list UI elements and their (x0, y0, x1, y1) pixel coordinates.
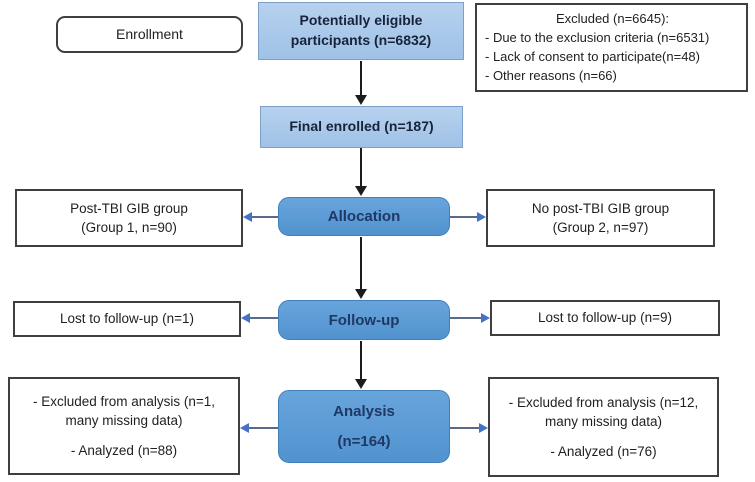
excluded-reasons-box: Excluded (n=6645): - Due to the exclusio… (475, 3, 748, 92)
final-enrolled-label: Final enrolled (n=187) (289, 118, 434, 135)
final-enrolled-box: Final enrolled (n=187) (260, 106, 463, 148)
down-arrow-icon (355, 61, 367, 105)
group1-box: Post-TBI GIB group (Group 1, n=90) (15, 189, 243, 247)
right-arrow-icon (450, 313, 490, 323)
eligible-participants-box: Potentially eligible participants (n=683… (258, 2, 464, 60)
analysis-right-line-1: - Excluded from analysis (n=12, (508, 395, 699, 411)
enrollment-stage-box: Enrollment (56, 16, 243, 53)
analysis-stage-box: Analysis (n=164) (278, 390, 450, 463)
down-arrow-icon (355, 341, 367, 389)
lost-followup-right-box: Lost to follow-up (n=9) (490, 300, 720, 336)
down-arrow-icon (355, 237, 367, 299)
group2-box: No post-TBI GIB group (Group 2, n=97) (486, 189, 715, 247)
excluded-item: - Due to the exclusion criteria (n=6531) (485, 29, 710, 45)
right-arrow-icon (450, 423, 488, 433)
enrollment-stage-label: Enrollment (116, 25, 183, 42)
allocation-stage-box: Allocation (278, 197, 450, 236)
analysis-right-line-2: many missing data) (544, 414, 663, 430)
excluded-title: Excluded (n=6645): (555, 11, 670, 26)
excluded-item: - Other reasons (n=66) (485, 67, 617, 83)
group2-line-2: (Group 2, n=97) (552, 220, 649, 235)
group1-line-2: (Group 1, n=90) (81, 220, 177, 235)
down-arrow-icon (355, 148, 367, 196)
analysis-left-box: - Excluded from analysis (n=1, many miss… (8, 377, 240, 475)
right-arrow-icon (450, 212, 486, 222)
analysis-stage-label: Analysis (333, 403, 395, 420)
analysis-left-line-1: - Excluded from analysis (n=1, (33, 394, 215, 410)
followup-stage-box: Follow-up (278, 300, 450, 340)
analysis-right-box: - Excluded from analysis (n=12, many mis… (488, 377, 719, 477)
left-arrow-icon (241, 313, 278, 323)
lost-followup-right-label: Lost to follow-up (n=9) (538, 310, 672, 326)
lost-followup-left-box: Lost to follow-up (n=1) (13, 301, 241, 337)
allocation-stage-label: Allocation (327, 208, 401, 225)
left-arrow-icon (240, 423, 278, 433)
excluded-item: - Lack of consent to participate(n=48) (485, 48, 700, 64)
followup-stage-label: Follow-up (328, 311, 400, 329)
lost-followup-left-label: Lost to follow-up (n=1) (60, 311, 194, 327)
analysis-right-analyzed: - Analyzed (n=76) (550, 443, 657, 459)
eligible-line-1: Potentially eligible (299, 12, 423, 29)
analysis-left-line-2: many missing data) (65, 413, 183, 429)
analysis-stage-n: (n=164) (337, 433, 391, 450)
group2-line-1: No post-TBI GIB group (531, 200, 670, 216)
eligible-line-2: participants (n=6832) (290, 32, 432, 48)
analysis-left-analyzed: - Analyzed (n=88) (70, 442, 178, 458)
group1-line-1: Post-TBI GIB group (70, 200, 188, 216)
left-arrow-icon (243, 212, 278, 222)
